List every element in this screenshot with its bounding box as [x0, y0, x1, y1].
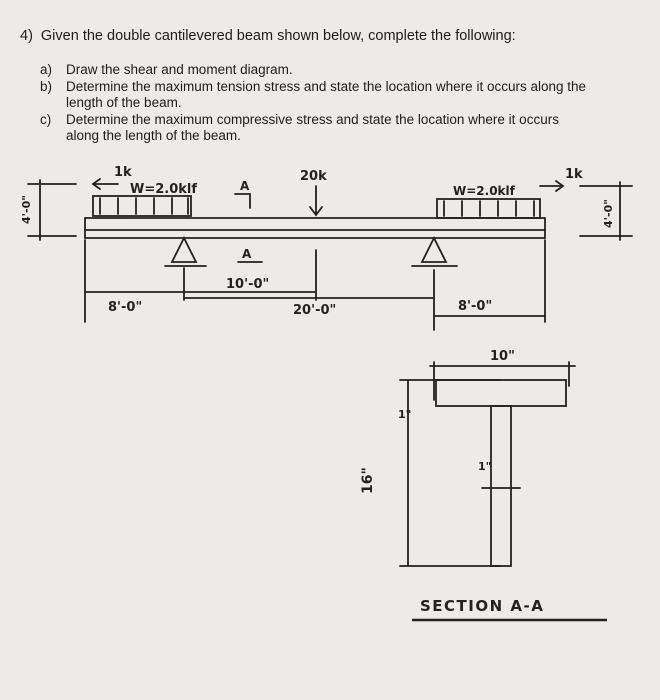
left-span-label: 8'-0" — [108, 300, 142, 315]
web-thickness-label: 1" — [478, 460, 491, 473]
left-height-dimension — [27, 179, 77, 241]
item-a: a) Draw the shear and moment diagram. — [40, 62, 586, 78]
section-cut-mark — [234, 193, 263, 263]
left-height-label: 4'-0" — [20, 195, 33, 224]
center-a-span-label: 10'-0" — [226, 277, 269, 292]
left-point-load-label: 1k — [114, 165, 132, 180]
left-dist-load-label: W=2.0klf — [130, 182, 197, 197]
item-a-label: a) — [40, 62, 53, 77]
right-support — [411, 235, 458, 267]
item-c-label: c) — [40, 112, 52, 127]
right-point-load-label: 1k — [565, 167, 583, 182]
question-number: 4) — [20, 28, 33, 44]
center-load-label: 20k — [300, 169, 327, 184]
item-b: b) Determine the maximum tension stress … — [40, 79, 586, 111]
item-c: c) Determine the maximum compressive str… — [40, 112, 586, 144]
right-span-label: 8'-0" — [458, 299, 492, 314]
left-point-load-arrow — [91, 178, 119, 190]
right-height-label: 4'-0" — [602, 199, 615, 228]
center-span-label: 20'-0" — [293, 303, 336, 318]
item-a-text: Draw the shear and moment diagram. — [66, 62, 293, 77]
right-dist-load-label: W=2.0klf — [453, 184, 516, 198]
left-support — [164, 235, 207, 267]
question-items: a) Draw the shear and moment diagram. b)… — [40, 62, 586, 145]
flange-thickness-label: 1" — [398, 408, 411, 421]
section-title: SECTION A-A — [420, 597, 544, 615]
right-distributed-load — [436, 198, 541, 219]
flange-width-label: 10" — [490, 349, 515, 364]
depth-label: 16" — [360, 467, 376, 494]
t-section — [399, 361, 576, 567]
span-dimensions — [84, 239, 546, 331]
item-c-text: Determine the maximum compressive stress… — [66, 112, 559, 143]
item-b-label: b) — [40, 79, 53, 94]
section-mark-bottom: A — [242, 247, 252, 261]
left-distributed-load — [92, 195, 192, 217]
right-height-dimension — [579, 181, 633, 241]
item-b-text: Determine the maximum tension stress and… — [66, 79, 587, 110]
question-prompt: Given the double cantilevered beam shown… — [40, 28, 516, 44]
question-header: 4) Given the double cantilevered beam sho… — [20, 28, 516, 44]
section-mark-top: A — [240, 179, 250, 193]
center-load-arrow — [309, 185, 323, 217]
right-point-load-arrow — [539, 180, 565, 192]
